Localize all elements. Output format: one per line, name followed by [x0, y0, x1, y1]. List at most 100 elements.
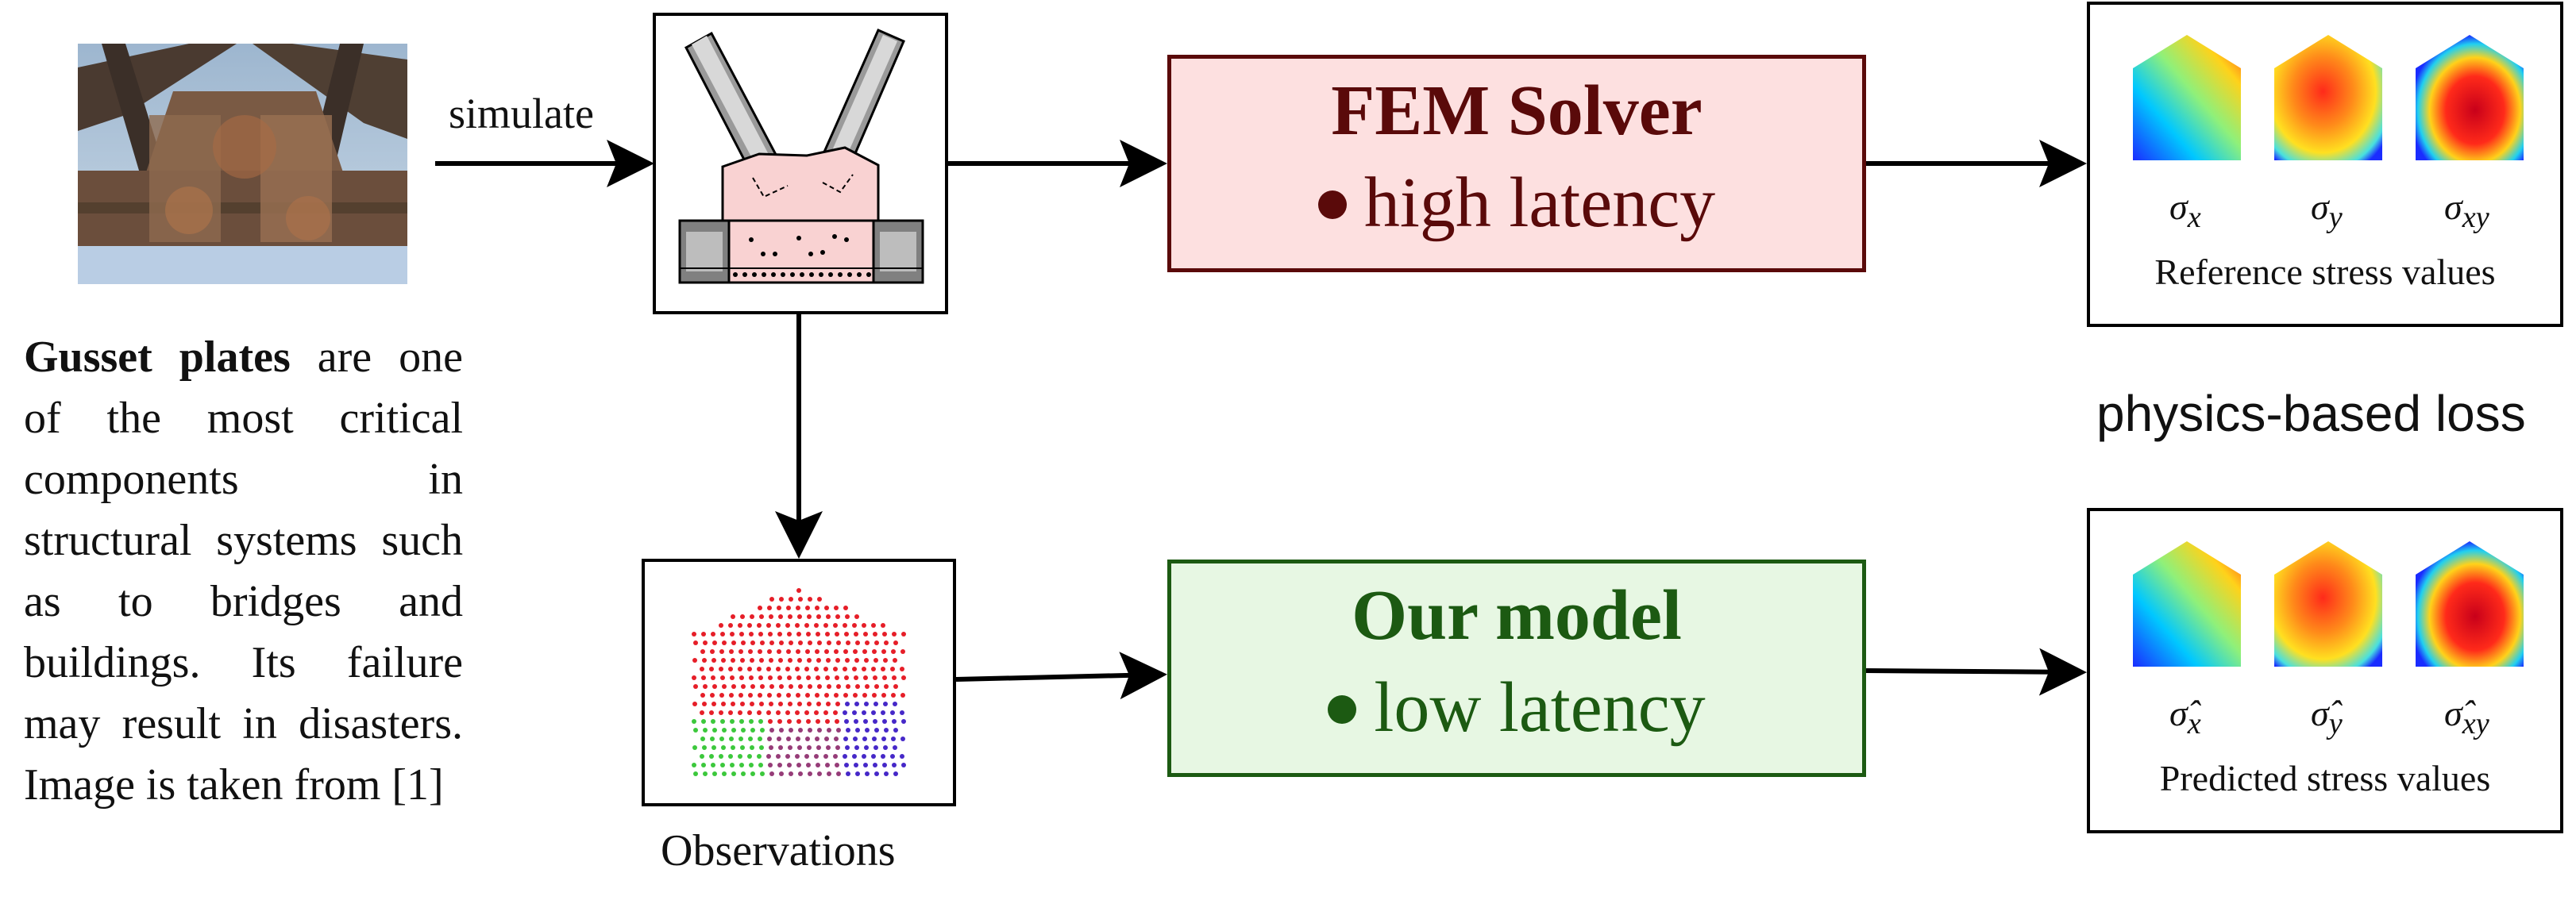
observation-point	[712, 640, 717, 645]
observation-point	[807, 614, 812, 619]
observation-point	[692, 658, 697, 663]
observation-point	[882, 675, 887, 680]
observation-point	[881, 649, 886, 654]
observation-point	[750, 745, 754, 750]
observation-point	[845, 745, 850, 750]
our-model-title: Our model	[1352, 576, 1682, 655]
observation-point	[845, 702, 850, 706]
observation-point	[874, 728, 879, 733]
observation-point	[711, 675, 715, 680]
observation-point	[835, 632, 839, 637]
sigma-hat-x-symbol: σ̂x	[2169, 693, 2201, 741]
observation-point	[873, 719, 877, 724]
observation-point	[777, 649, 781, 654]
observation-point	[893, 702, 897, 706]
observation-point	[776, 710, 781, 715]
observation-point	[795, 710, 800, 715]
observation-point	[900, 754, 904, 759]
observation-point	[881, 754, 885, 759]
observation-point	[767, 649, 772, 654]
observation-point	[750, 658, 754, 663]
observation-point	[750, 702, 754, 706]
observation-point	[719, 649, 724, 654]
observation-point	[758, 737, 762, 741]
observation-point	[701, 763, 706, 767]
observation-point	[750, 771, 755, 776]
observation-point	[693, 684, 698, 689]
observation-point	[824, 737, 829, 741]
observation-point	[835, 702, 840, 706]
observation-point	[750, 614, 754, 619]
observation-point	[825, 632, 830, 637]
observation-point	[728, 623, 733, 628]
observation-point	[720, 719, 725, 724]
observation-point	[729, 693, 734, 698]
observation-point	[795, 623, 800, 628]
observation-point	[747, 710, 752, 715]
observation-point	[798, 640, 803, 645]
observation-point	[769, 771, 774, 776]
observation-point	[881, 667, 885, 671]
observation-point	[864, 658, 869, 663]
observation-point	[864, 745, 869, 750]
observation-point	[826, 614, 831, 619]
observation-point	[854, 719, 858, 724]
observation-point	[884, 684, 889, 689]
observation-point	[795, 667, 800, 671]
observation-point	[758, 763, 763, 767]
observation-point	[769, 658, 773, 663]
observation-point	[787, 675, 792, 680]
observation-point	[817, 684, 822, 689]
observation-point	[814, 754, 819, 759]
observation-point	[797, 702, 802, 706]
observation-point	[816, 702, 821, 706]
observation-point	[797, 614, 802, 619]
predicted-caption: Predicted stress values	[2159, 758, 2491, 798]
observation-point	[769, 728, 774, 733]
observation-point	[854, 632, 858, 637]
observation-point	[711, 632, 715, 637]
observation-point	[788, 702, 792, 706]
observation-point	[807, 745, 812, 750]
observation-point	[833, 623, 838, 628]
observation-point	[777, 693, 781, 698]
observation-point	[804, 710, 809, 715]
fem-solver-title: FEM Solver	[1331, 71, 1703, 150]
observation-point	[871, 710, 876, 715]
observation-point	[862, 754, 866, 759]
observation-point	[768, 719, 773, 724]
observation-point	[712, 684, 717, 689]
observation-point	[823, 623, 828, 628]
observation-point	[871, 667, 876, 671]
observation-point	[893, 658, 897, 663]
observation-point	[807, 658, 812, 663]
observation-point	[738, 649, 743, 654]
observation-point	[720, 763, 725, 767]
observation-point	[731, 728, 736, 733]
observation-point	[873, 658, 878, 663]
observation-point	[769, 684, 774, 689]
observation-point	[852, 623, 857, 628]
observation-point	[777, 632, 782, 637]
observation-point	[766, 710, 771, 715]
observation-point	[893, 728, 898, 733]
observation-point	[731, 745, 735, 750]
observation-point	[835, 745, 840, 750]
observation-point	[789, 684, 793, 689]
observation-point	[700, 667, 704, 671]
observation-point	[901, 719, 906, 724]
sigma-xy-symbol: σxy	[2444, 187, 2489, 235]
observation-point	[826, 745, 831, 750]
observation-point	[795, 754, 800, 759]
observation-point	[806, 632, 811, 637]
observation-point	[863, 632, 868, 637]
observation-point	[731, 684, 736, 689]
observation-point	[721, 745, 726, 750]
observation-point	[808, 640, 812, 645]
observation-point	[900, 693, 905, 698]
observation-point	[731, 702, 735, 706]
observation-point	[835, 658, 840, 663]
observation-point	[846, 684, 850, 689]
observation-point	[700, 693, 705, 698]
observation-point	[815, 737, 819, 741]
